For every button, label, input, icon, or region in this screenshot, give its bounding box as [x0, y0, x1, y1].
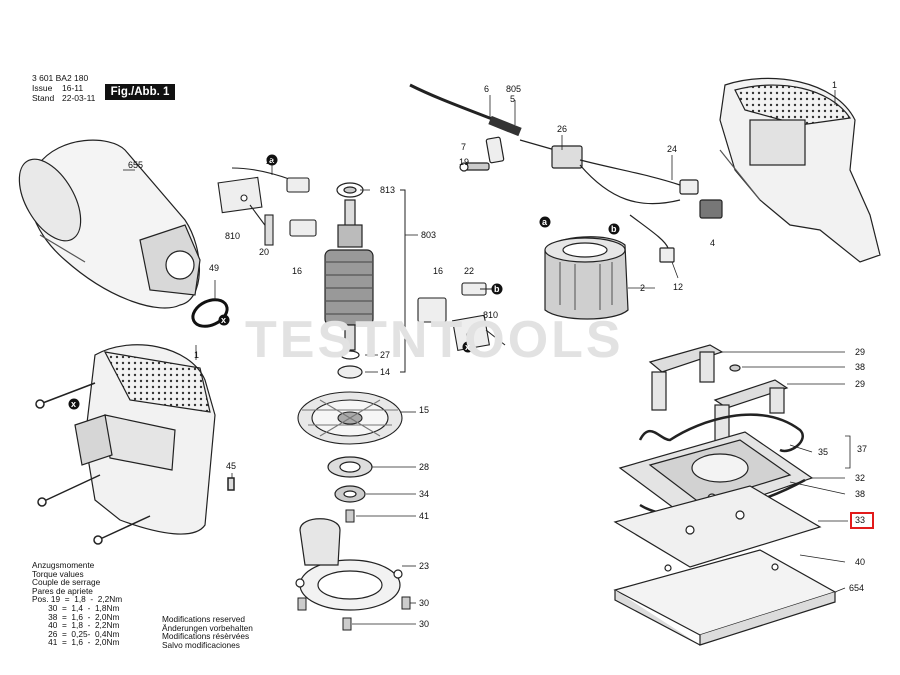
callout-12: 12 — [673, 282, 684, 292]
torque-row: 40 = 1,8 - 2,2Nm — [32, 620, 120, 631]
screw-41 — [345, 509, 355, 523]
callout-655: 655 — [128, 160, 144, 170]
callout-19: 19 — [459, 157, 470, 167]
modifications-fr: Modifications résèrvées — [162, 631, 250, 642]
callout-1: 1 — [832, 80, 838, 90]
marker-x-label: x — [221, 315, 227, 325]
o-ring-49 — [191, 298, 229, 328]
callout-28: 28 — [419, 462, 430, 472]
callout-40: 40 — [855, 557, 866, 567]
torque-row: Pos. 19 = 1,8 - 2,2Nm — [32, 594, 123, 605]
field-coil-2 — [544, 236, 629, 320]
callout-15: 15 — [419, 405, 430, 415]
torque-row: 30 = 1,4 - 1,8Nm — [32, 602, 120, 613]
watermark: TESTNTOOLS — [245, 311, 624, 369]
marker-x-label: x — [71, 399, 77, 409]
ball-bearing-28 — [327, 456, 373, 478]
callout-35: 35 — [818, 447, 829, 457]
callout-27: 27 — [380, 350, 391, 360]
cable-assembly — [409, 83, 723, 263]
callout-16: 16 — [433, 266, 444, 276]
callout-29: 29 — [855, 379, 866, 389]
leader-lines — [123, 90, 851, 625]
callout-654: 654 — [849, 583, 865, 593]
callout-29: 29 — [855, 347, 866, 357]
eccentric-34 — [334, 485, 366, 503]
callout-22: 22 — [464, 266, 475, 276]
callout-24: 24 — [667, 144, 678, 154]
callout-5: 5 — [510, 94, 516, 104]
callout-33: 33 — [855, 515, 866, 525]
marker-b-label: b — [494, 284, 500, 294]
callout-7: 7 — [461, 142, 467, 152]
stand-value: 22-03-11 — [62, 93, 96, 103]
issue-value: 16-11 — [62, 83, 84, 93]
modifications-de: Änderungen vorbehalten — [162, 622, 253, 633]
callout-49: 49 — [209, 263, 220, 273]
callout-810: 810 — [483, 310, 499, 320]
issue-label: Issue — [32, 83, 53, 93]
marker-b-label: b — [611, 224, 617, 234]
callout-805: 805 — [506, 84, 522, 94]
housing-left-1 — [74, 344, 216, 535]
extraction-adapter-23 — [295, 518, 403, 611]
callout-4: 4 — [710, 238, 716, 248]
screws-housing — [35, 382, 235, 545]
callout-45: 45 — [226, 461, 237, 471]
housing-right-1 — [719, 77, 881, 263]
callout-14: 14 — [380, 367, 391, 377]
callout-41: 41 — [419, 511, 430, 521]
callout-38: 38 — [855, 489, 866, 499]
highlight-box-33 — [850, 512, 874, 529]
dust-container-655 — [18, 139, 201, 309]
callout-37: 37 — [857, 444, 868, 454]
part-number: 3 601 BA2 180 — [32, 73, 89, 83]
marker-a-label: a — [542, 217, 548, 227]
callout-26: 26 — [557, 124, 568, 134]
callout-38: 38 — [855, 362, 866, 372]
modifications-es: Salvo modificaciones — [162, 639, 240, 650]
torque-title-es: Pares de apriete — [32, 585, 93, 596]
brush-holder-group-right — [417, 282, 506, 352]
screws-30 — [297, 596, 411, 631]
modifications-note: Modifications reserved Änderungen vorbeh… — [162, 615, 253, 649]
callout-20: 20 — [259, 247, 270, 257]
wiring-markers — [68, 154, 620, 410]
brush-holder-group-left — [217, 167, 317, 246]
callout-34: 34 — [419, 489, 430, 499]
base-assembly — [613, 344, 837, 646]
torque-row: 26 = 0,25- 0,4Nm — [32, 628, 120, 639]
armature-803 — [324, 182, 374, 379]
callout-22: 22 — [266, 156, 277, 166]
torque-title-de: Anzugsmomente — [32, 560, 95, 570]
torque-row: 41 = 1,6 - 2,0Nm — [32, 637, 120, 648]
callout-6: 6 — [484, 84, 490, 94]
stand-label: Stand — [32, 93, 55, 103]
marker-x-label: x — [465, 342, 471, 352]
callout-16: 16 — [292, 266, 303, 276]
modifications-en: Modifications reserved — [162, 614, 246, 624]
callout-1: 1 — [194, 350, 200, 360]
callout-23: 23 — [419, 561, 430, 571]
callout-32: 32 — [855, 473, 866, 483]
marker-a-label: a — [269, 155, 275, 165]
callout-810: 810 — [225, 231, 241, 241]
bracket-803 — [400, 189, 406, 373]
callout-30: 30 — [419, 619, 430, 629]
torque-table: Anzugsmomente Torque values Couple de se… — [32, 561, 122, 647]
torque-title-en: Torque values — [32, 568, 84, 579]
torque-title-fr: Couple de serrage — [32, 577, 101, 588]
torque-row: 38 = 1,6 - 2,0Nm — [32, 611, 120, 622]
callout-803: 803 — [421, 230, 437, 240]
figure-label: Fig./Abb. 1 — [105, 84, 175, 100]
fan-15 — [297, 391, 403, 445]
callout-813: 813 — [380, 185, 396, 195]
callout-2: 2 — [640, 283, 646, 293]
callout-30: 30 — [419, 598, 430, 608]
